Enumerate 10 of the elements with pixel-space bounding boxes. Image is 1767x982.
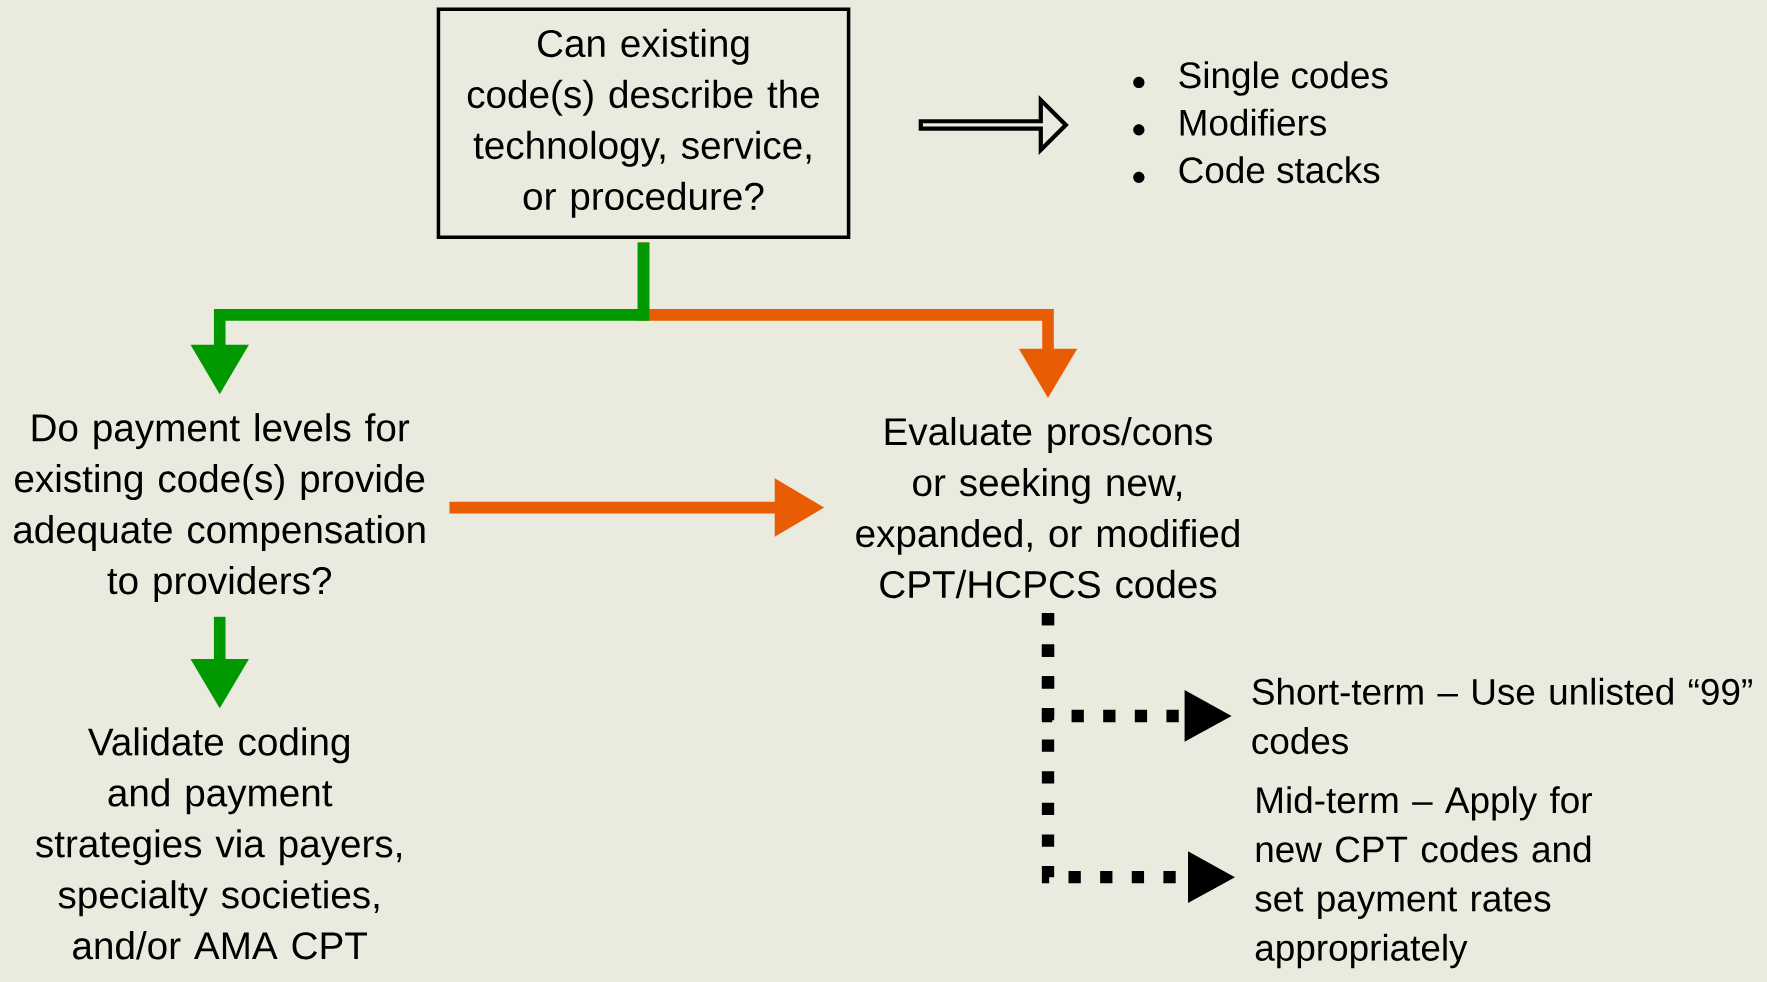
node-label: Code stacks bbox=[1179, 156, 1380, 184]
node-label: Modifiers bbox=[1180, 108, 1326, 136]
outcome-text: Mid-term – Apply for new CPT codes and set payment rates appropriately bbox=[1255, 786, 1592, 969]
question-box: Can existing code(s) describe the technology, service, or procedure? bbox=[436, 7, 851, 240]
node-label: Single codes bbox=[1179, 61, 1388, 96]
bullet-list: Single codes Modifiers Code stacks bbox=[1133, 61, 1388, 184]
process-text: Validate coding and payment strategies via payers, specialty societies, and/or AMA CPT bbox=[36, 727, 401, 960]
question-text: Do payment levels for existing code(s) provide adequate compensation to providers? bbox=[13, 413, 425, 602]
outcome-text: Short-term – Use unlisted “99” codes bbox=[1252, 677, 1752, 755]
process-text: Evaluate pros/cons or seeking new, expanded, or modified CPT/HCPCS codes bbox=[856, 416, 1239, 599]
